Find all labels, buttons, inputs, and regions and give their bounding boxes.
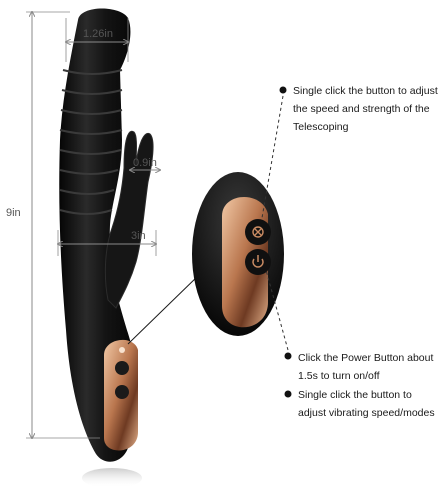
handle-power-button <box>115 385 129 399</box>
power-bullet <box>284 352 292 360</box>
vibration-instruction: Single click the button to adjust vibrat… <box>298 389 435 419</box>
rabbit-ears <box>104 130 154 309</box>
telescoping-instruction: Single click the button to adjust the sp… <box>293 85 438 133</box>
body-width-label: 3in <box>131 230 146 242</box>
handle-telescope-button <box>115 361 129 375</box>
power-leader <box>265 269 289 351</box>
telescoping-bullet <box>279 86 287 94</box>
handle-indicator-light <box>119 347 125 353</box>
telescope-button-icon <box>252 226 264 238</box>
floor-reflection <box>82 468 142 488</box>
vibration-bullet <box>284 390 292 398</box>
tip-diameter-label: 1.26in <box>83 28 113 40</box>
shaft-ridges <box>59 69 123 215</box>
telescoping-leader <box>261 95 284 219</box>
power-button-icon <box>252 255 264 268</box>
ear-width-label: 0.9in <box>133 157 157 169</box>
length-label: 9in <box>6 207 21 219</box>
zoom-leader-line <box>127 273 201 345</box>
power-instruction: Click the Power Button about 1.5s to tur… <box>298 352 434 382</box>
